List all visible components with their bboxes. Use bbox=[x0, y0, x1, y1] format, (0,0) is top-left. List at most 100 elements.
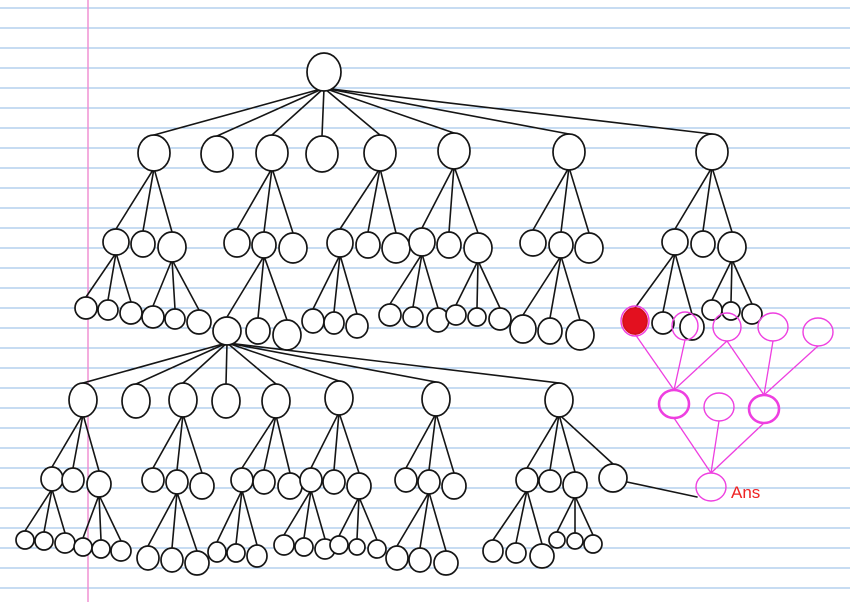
tree-edge bbox=[263, 255, 288, 321]
tree-node bbox=[565, 319, 595, 351]
highlight-node bbox=[695, 472, 727, 502]
tree-node bbox=[385, 545, 409, 571]
tree-edge bbox=[153, 167, 173, 233]
tree-node bbox=[168, 382, 198, 418]
tree-edge bbox=[626, 481, 698, 498]
tree-edge bbox=[674, 252, 693, 315]
tree-node bbox=[701, 299, 723, 321]
tree-edge bbox=[312, 254, 341, 310]
tree-node bbox=[324, 380, 354, 416]
tree-node bbox=[226, 543, 246, 563]
tree-nodes bbox=[15, 52, 763, 576]
tree-edge bbox=[662, 252, 676, 313]
tree-node bbox=[255, 134, 289, 172]
tree-node bbox=[741, 303, 763, 325]
tree-node bbox=[583, 534, 603, 554]
tree-node bbox=[212, 316, 242, 346]
tree-edge bbox=[171, 258, 176, 310]
tree-node bbox=[211, 383, 241, 419]
tree-edge bbox=[476, 259, 479, 309]
highlight-edge bbox=[673, 339, 686, 391]
tree-edge bbox=[98, 494, 102, 541]
tree-node bbox=[445, 304, 467, 326]
tree-node bbox=[251, 231, 277, 259]
tree-edge bbox=[568, 166, 590, 234]
tree-node bbox=[246, 544, 268, 568]
tree-node bbox=[294, 537, 314, 557]
tree-edge bbox=[321, 87, 325, 137]
tree-node bbox=[519, 229, 547, 257]
tree-node bbox=[165, 469, 189, 495]
tree-edge bbox=[405, 412, 437, 469]
tree-node bbox=[329, 535, 349, 555]
tree-node bbox=[273, 534, 295, 556]
tree-node bbox=[695, 133, 729, 171]
tree-edge bbox=[389, 253, 423, 305]
tree-edge bbox=[730, 258, 733, 303]
tree-node bbox=[363, 134, 397, 172]
tree-node bbox=[301, 308, 325, 334]
tree-edge bbox=[153, 87, 325, 136]
tree-node bbox=[378, 303, 402, 327]
tree-node bbox=[230, 467, 254, 493]
highlight-node bbox=[657, 388, 691, 420]
tree-node bbox=[394, 467, 418, 493]
highlight-edge bbox=[634, 333, 675, 391]
tree-node bbox=[408, 547, 432, 573]
marked-node bbox=[622, 307, 648, 335]
tree-edge bbox=[51, 488, 66, 534]
tree-node bbox=[121, 383, 151, 419]
tree-edge bbox=[731, 258, 753, 305]
highlight-nodes bbox=[620, 305, 834, 502]
tree-edge bbox=[257, 255, 265, 319]
tree-node bbox=[679, 313, 705, 341]
tree-node bbox=[463, 232, 493, 264]
tree-node bbox=[164, 308, 186, 330]
tree-node bbox=[272, 319, 302, 351]
tree-edge bbox=[271, 167, 294, 234]
tree-node bbox=[137, 134, 171, 172]
highlight-node bbox=[703, 392, 735, 422]
tree-node bbox=[661, 228, 689, 256]
tree-node bbox=[130, 230, 156, 258]
tree-node bbox=[97, 299, 119, 321]
tree-node bbox=[110, 540, 132, 562]
tree-edges bbox=[24, 87, 753, 552]
tree-node bbox=[189, 472, 215, 500]
highlight-edge bbox=[710, 420, 720, 474]
ruled-lines bbox=[0, 7, 850, 589]
highlight-node bbox=[712, 312, 742, 342]
tree-node bbox=[261, 383, 291, 419]
tree-node bbox=[488, 307, 512, 331]
tree-node bbox=[598, 463, 628, 493]
tree-edge bbox=[711, 258, 733, 301]
highlight-edge bbox=[763, 340, 774, 396]
tree-node bbox=[252, 469, 276, 495]
tree-node bbox=[61, 467, 85, 493]
tree-edge bbox=[549, 413, 560, 471]
tree-node bbox=[200, 135, 234, 173]
tree-edge bbox=[453, 165, 479, 234]
tree-node bbox=[441, 472, 467, 500]
tree-edge bbox=[171, 491, 178, 549]
tree-edge bbox=[235, 489, 243, 545]
tree-edge bbox=[339, 254, 358, 315]
tree-node bbox=[223, 228, 251, 258]
highlight-edges bbox=[634, 333, 819, 474]
tree-node bbox=[467, 307, 487, 327]
tree-edge bbox=[107, 252, 117, 301]
highlight-node bbox=[671, 311, 699, 341]
tree-node bbox=[141, 305, 165, 329]
tree-edge bbox=[526, 489, 543, 545]
tree-edge bbox=[85, 252, 117, 298]
tree-edge bbox=[43, 488, 53, 533]
tree-edge bbox=[236, 167, 273, 230]
tree-node bbox=[690, 230, 716, 258]
tree-edge bbox=[171, 258, 200, 311]
tree-node bbox=[538, 469, 562, 493]
tree-node bbox=[299, 467, 323, 493]
tree-edge bbox=[24, 488, 53, 532]
tree-edge bbox=[142, 167, 155, 232]
tree-node bbox=[54, 532, 76, 554]
tree-node bbox=[207, 541, 227, 563]
